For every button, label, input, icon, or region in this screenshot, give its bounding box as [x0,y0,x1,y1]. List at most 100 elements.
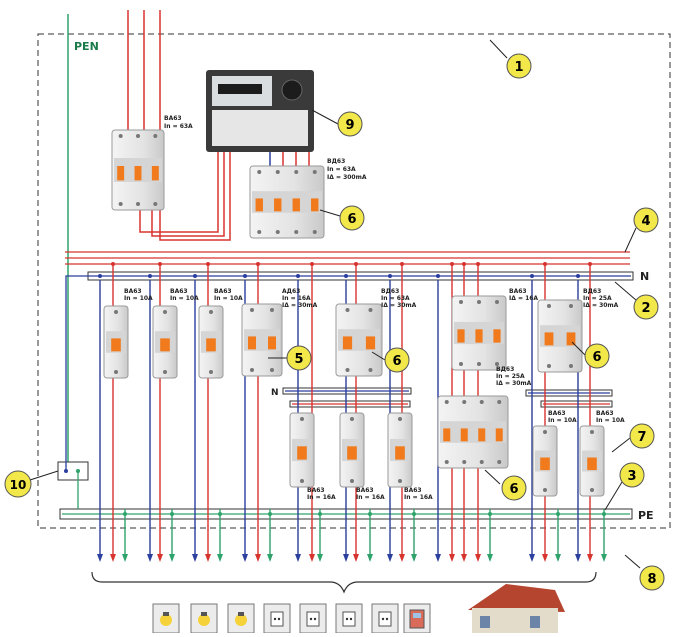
rcd-row1-vd63 [335,303,383,377]
pen-split-terminal [57,461,89,481]
callout-8: 8 [639,565,665,591]
svg-text:In = 63A: In = 63A [381,295,410,302]
rcd-row1-ad63 [241,303,283,377]
rcd-3p [451,295,507,371]
lamp-icon [152,603,180,634]
svg-text:ВА63: ВА63 [124,288,142,295]
callout-3: 3 [619,462,645,488]
svg-text:6: 6 [592,350,601,365]
svg-text:2: 2 [641,301,650,316]
outgoing-wire [601,509,607,562]
svg-text:IΔ = 30mA: IΔ = 30mA [583,302,619,309]
svg-text:IΔ = 30mA: IΔ = 30mA [282,302,318,309]
svg-text:In = 10A: In = 10A [124,295,153,302]
callout-6a: 6 [339,205,365,231]
breaker-sub-1 [289,412,315,488]
outgoing-wire [317,509,323,562]
svg-text:ВА63: ВА63 [404,487,422,494]
callouts: 1 2 3 4 5 6 6 6 6 7 8 9 10 [4,53,665,591]
consumer-icons [152,603,431,634]
outgoing-wire [555,509,561,562]
svg-text:In = 63A: In = 63A [327,166,356,173]
svg-text:6: 6 [392,354,401,369]
callout-leaders [29,39,641,569]
svg-text:4: 4 [641,214,650,229]
outgoing-wire [309,262,315,562]
svg-text:ВА63: ВА63 [164,115,182,122]
callout-7: 7 [629,423,655,449]
svg-text:In = 16A: In = 16A [307,494,336,501]
svg-text:ВД63: ВД63 [583,288,601,295]
svg-text:6: 6 [347,212,356,227]
svg-text:In = 63A: In = 63A [164,123,193,130]
callout-10: 10 [4,470,32,498]
right-group-labels: ВА63 In = 10A ВА63 In = 10A [548,410,625,424]
svg-text:ВД63: ВД63 [496,366,514,373]
svg-text:IΔ = 16A: IΔ = 16A [509,295,538,302]
svg-text:In = 25A: In = 25A [496,373,525,380]
svg-text:In = 16A: In = 16A [404,494,433,501]
socket-icon [299,603,327,634]
svg-text:ВА63: ВА63 [214,288,232,295]
svg-text:5: 5 [294,352,303,367]
outgoing-wire [147,274,153,562]
breakers [103,129,605,497]
svg-text:10: 10 [10,478,27,492]
svg-text:IΔ = 30mA: IΔ = 30mA [496,380,532,387]
outgoing-wire [122,509,128,562]
svg-text:In = 16A: In = 16A [282,295,311,302]
svg-text:IΔ = 300mA: IΔ = 300mA [327,174,367,181]
svg-text:9: 9 [345,118,354,133]
svg-text:In = 10A: In = 10A [596,417,625,424]
main-breaker [111,129,165,211]
breaker-row1-2 [152,305,178,379]
consumers-brace [91,571,597,594]
outgoing-wire [587,262,593,562]
svg-text:In = 10A: In = 10A [170,295,199,302]
svg-text:ВА63: ВА63 [596,410,614,417]
breaker-right-1 [532,425,558,497]
svg-text:ВА63: ВА63 [170,288,188,295]
breaker-sub-3 [387,412,413,488]
outgoing-wire [169,509,175,562]
outgoing-wire [487,509,493,562]
rcd-mid [437,395,509,469]
outgoing-wire [529,274,535,562]
svg-text:In = 25A: In = 25A [583,295,612,302]
callout-1: 1 [506,53,532,79]
house-icon [468,584,565,633]
outgoing-wire [411,509,417,562]
svg-text:In = 16A: In = 16A [356,494,385,501]
breaker-sub-2 [339,412,365,488]
callout-6b: 6 [384,347,410,373]
outgoing-wire [192,274,198,562]
socket-icon [335,603,363,634]
pe-bus-label: PE [638,509,654,522]
callout-6c: 6 [584,343,610,369]
callout-6d: 6 [501,475,527,501]
pen-label: PEN [74,40,99,53]
rcd-mid-label: ВД63 In = 25A IΔ = 30mA [496,366,532,387]
svg-text:ВА63: ВА63 [548,410,566,417]
rcd-right [537,299,583,373]
outgoing-wire [267,509,273,562]
lamp-icon [190,603,218,634]
svg-text:3: 3 [627,469,636,484]
callout-5: 5 [286,345,312,371]
n-sub-label: N [271,388,279,398]
row1-labels: ВА63 In = 10A ВА63 In = 10A ВА63 In = 10… [124,288,417,309]
breaker-right-2 [579,425,605,497]
svg-text:ВА63: ВА63 [307,487,325,494]
socket-icon [371,603,399,634]
svg-text:1: 1 [514,60,523,75]
svg-text:ВА63: ВА63 [509,288,527,295]
breaker-row1-1 [103,305,129,379]
n-bus-label: N [640,270,649,283]
socket-icon [263,603,291,634]
rcd-main [249,165,325,239]
svg-text:ВА63: ВА63 [356,487,374,494]
breaker-row1-3 [198,305,224,379]
rcd-main-label: ВД63 In = 63A IΔ = 300mA [327,158,367,181]
